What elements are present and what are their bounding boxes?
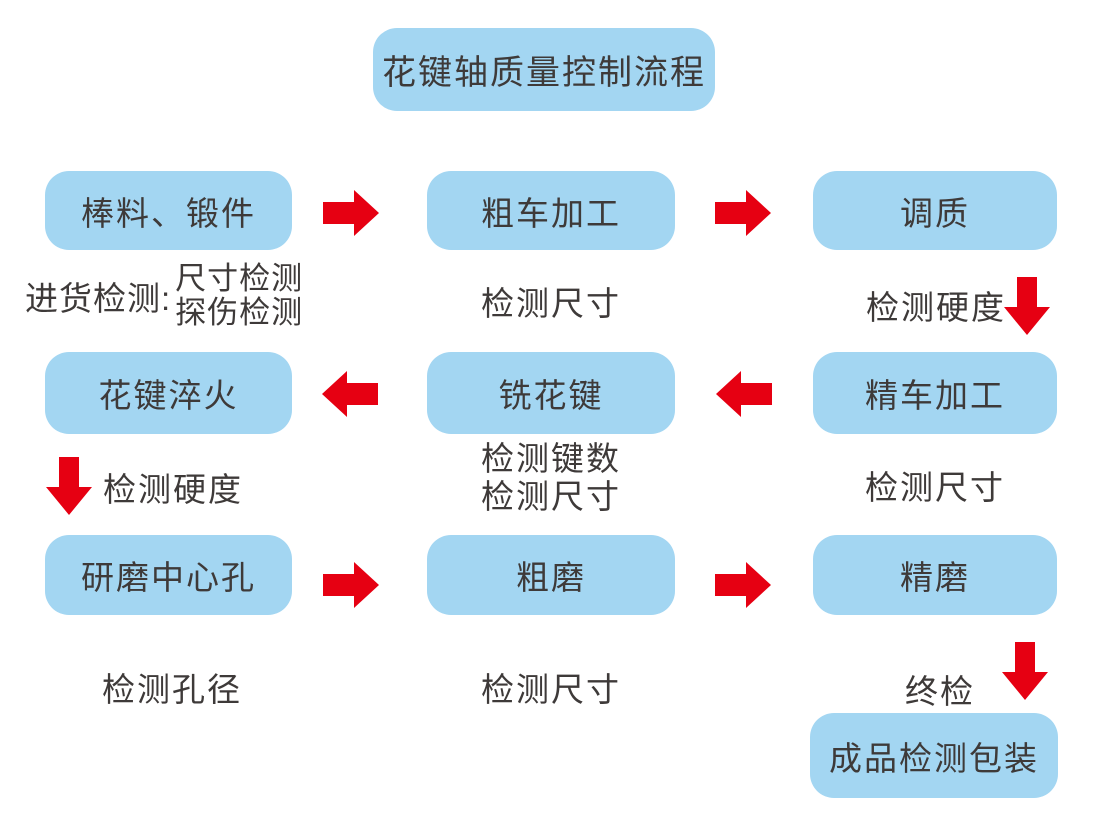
process-box-rough-turning: 粗车加工 [427, 171, 675, 250]
check-note-dimension: 检测尺寸 [865, 469, 1005, 506]
arrow-down-icon [46, 457, 92, 515]
process-box-raw-material: 棒料、锻件 [45, 171, 292, 250]
check-note-spline: 检测键数 检测尺寸 [427, 440, 675, 516]
check-note-key-count: 检测键数 [481, 440, 621, 477]
process-label: 精磨 [900, 559, 970, 596]
check-note-dimension: 检测尺寸 [481, 478, 621, 515]
process-box-rough-grinding: 粗磨 [427, 535, 675, 615]
incoming-inspection-item: 尺寸检测 [175, 261, 304, 296]
process-box-spline-quenching: 花键淬火 [45, 352, 292, 434]
arrow-right-icon [715, 562, 771, 608]
arrow-left-icon [322, 371, 378, 417]
check-note-dimension: 检测尺寸 [481, 671, 621, 708]
process-label: 棒料、锻件 [81, 194, 256, 232]
process-box-spline-milling: 铣花键 [427, 352, 675, 434]
process-label: 花键淬火 [98, 377, 239, 414]
process-box-final-packaging: 成品检测包装 [810, 713, 1058, 798]
process-label: 研磨中心孔 [81, 559, 256, 596]
arrow-right-icon [323, 190, 379, 236]
process-label: 精车加工 [865, 377, 1005, 414]
incoming-inspection-item: 探伤检测 [175, 295, 304, 330]
process-box-fine-grinding: 精磨 [813, 535, 1057, 615]
check-note-dimension: 检测尺寸 [481, 285, 621, 322]
check-note-hole-diameter: 检测孔径 [102, 671, 242, 708]
arrow-down-icon [1004, 277, 1050, 335]
flowchart-title: 花键轴质量控制流程 [382, 54, 706, 92]
check-note-hardness: 检测硬度 [866, 289, 1006, 326]
process-label: 粗车加工 [481, 194, 621, 232]
arrow-right-icon [323, 562, 379, 608]
process-label: 铣花键 [498, 377, 604, 414]
process-label: 成品检测包装 [829, 739, 1039, 777]
check-note-hardness: 检测硬度 [103, 471, 243, 508]
flowchart-title-box: 花键轴质量控制流程 [373, 28, 715, 111]
check-note-final-inspection: 终检 [905, 673, 975, 710]
process-box-center-hole-grinding: 研磨中心孔 [45, 535, 292, 615]
arrow-right-icon [715, 190, 771, 236]
arrow-left-icon [716, 371, 772, 417]
incoming-inspection-label: 进货检测: [25, 280, 172, 317]
process-box-quench-temper: 调质 [813, 171, 1057, 250]
incoming-inspection-note: 进货检测: 尺寸检测 探伤检测 [25, 262, 303, 330]
process-label: 调质 [900, 194, 970, 232]
process-label: 粗磨 [516, 559, 586, 596]
incoming-inspection-items: 尺寸检测 探伤检测 [175, 262, 303, 330]
process-box-finish-turning: 精车加工 [813, 352, 1057, 434]
arrow-down-icon [1002, 642, 1048, 700]
